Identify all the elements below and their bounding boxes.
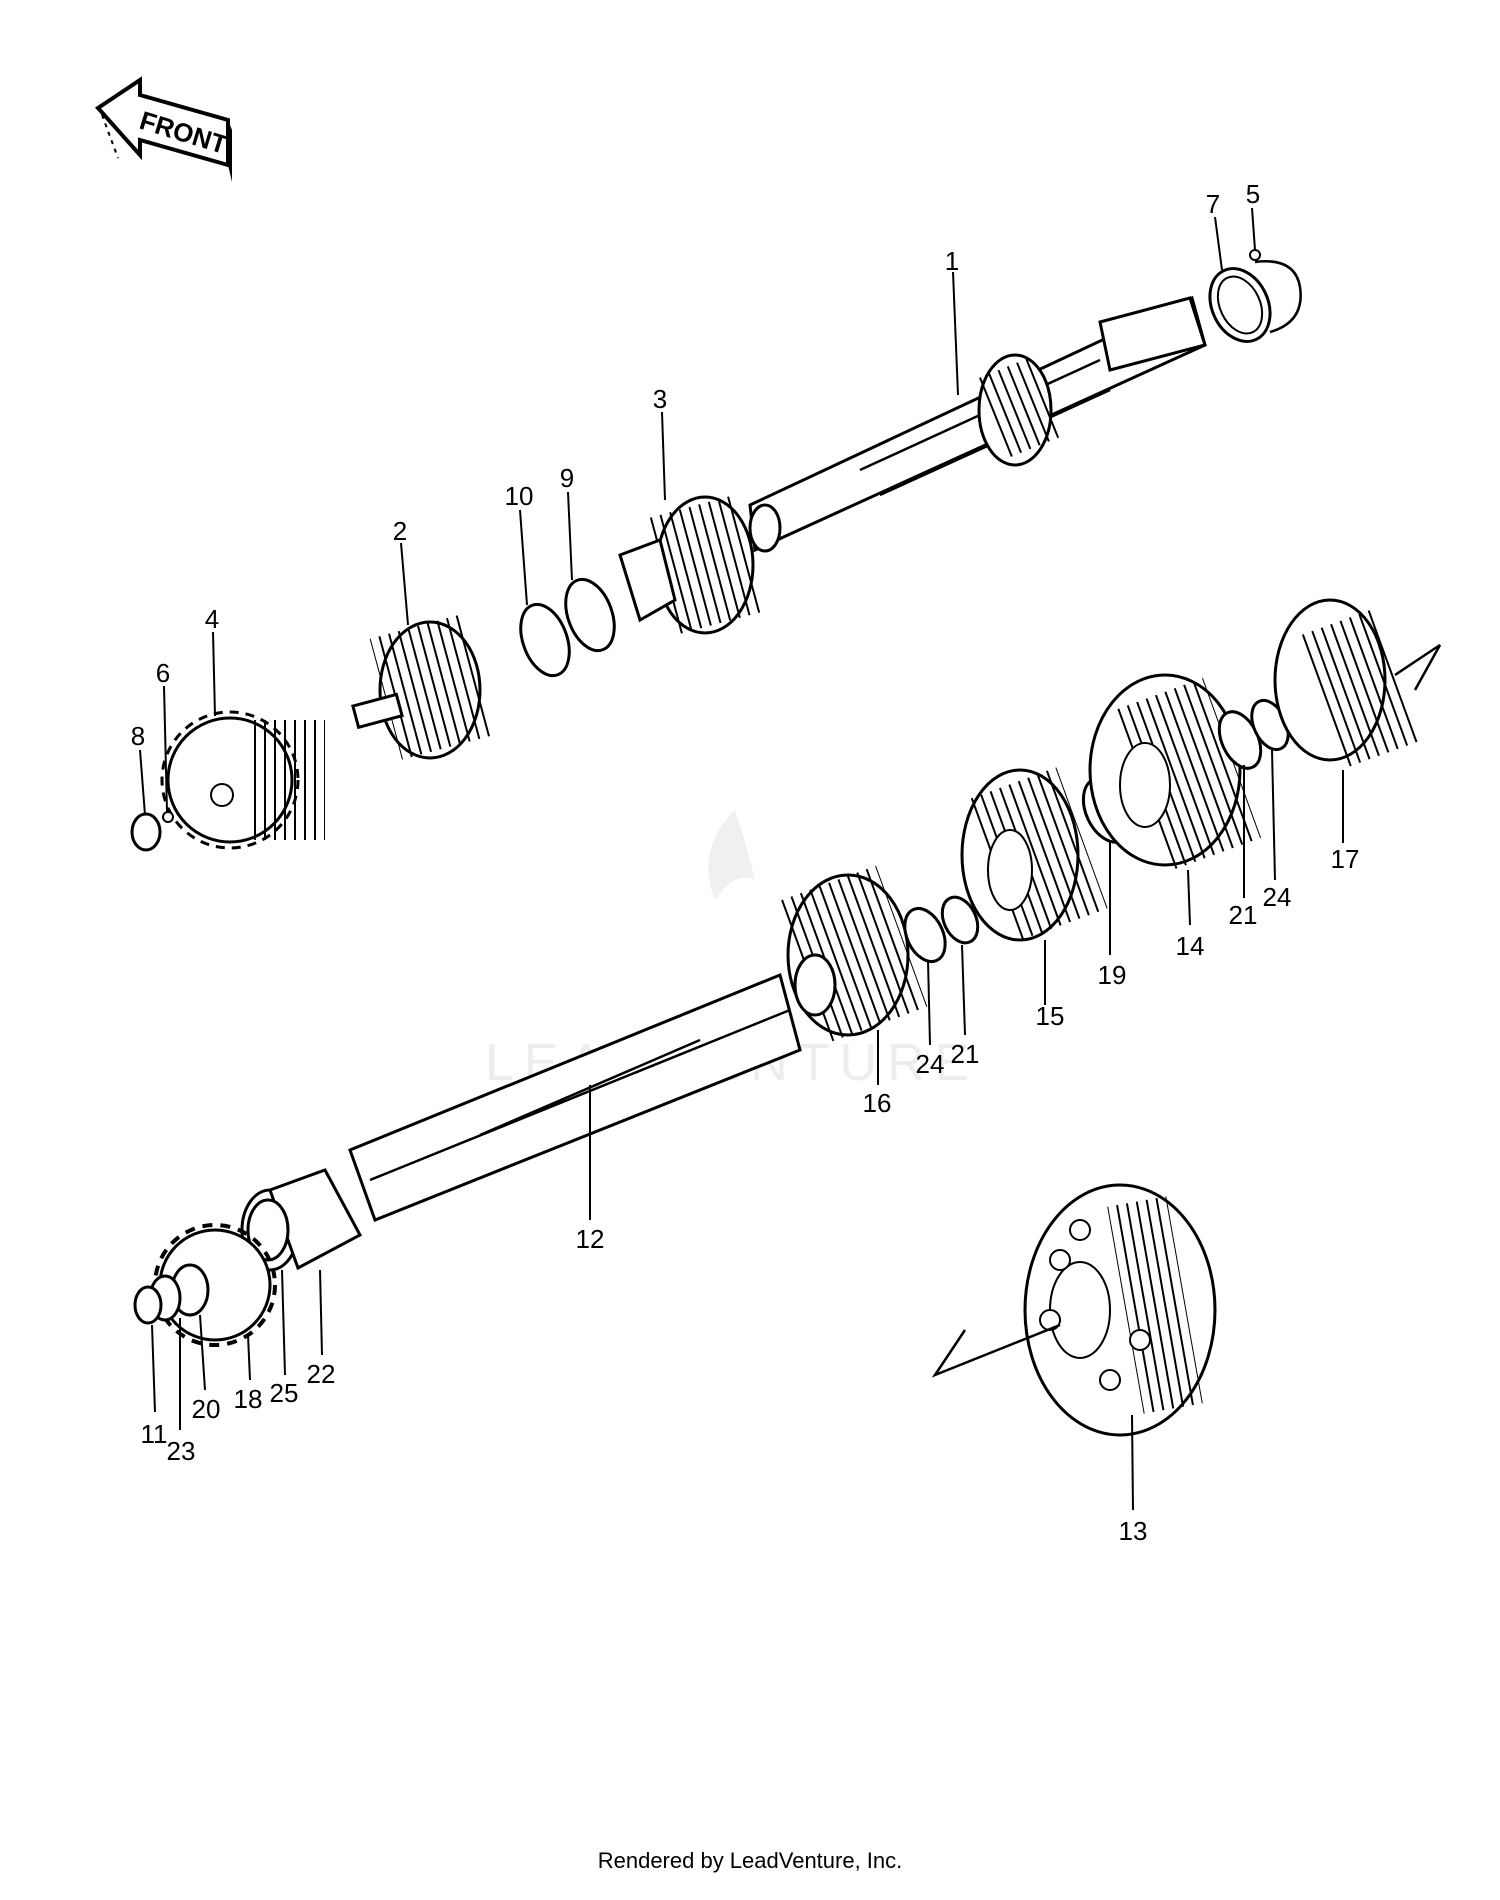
callout-21-upper: 21 <box>1229 900 1258 930</box>
front-direction-arrow: FRONT <box>94 76 232 182</box>
callout-5: 5 <box>1246 179 1260 209</box>
callout-24-lower: 24 <box>916 1049 945 1079</box>
callout-10: 10 <box>505 481 534 511</box>
callout-7: 7 <box>1206 189 1220 219</box>
callout-17: 17 <box>1331 844 1360 874</box>
callout-21-lower: 21 <box>951 1039 980 1069</box>
callout-2: 2 <box>393 516 407 546</box>
upper-shaft-assembly <box>130 249 1302 852</box>
callout-3: 3 <box>653 384 667 414</box>
callout-14: 14 <box>1176 931 1205 961</box>
callout-25: 25 <box>270 1378 299 1408</box>
callout-23: 23 <box>167 1436 196 1466</box>
callout-22: 22 <box>307 1359 336 1389</box>
lower-shaft-assembly <box>133 598 1442 1437</box>
callout-16: 16 <box>863 1088 892 1118</box>
callout-9: 9 <box>560 463 574 493</box>
callout-15: 15 <box>1036 1001 1065 1031</box>
callout-4: 4 <box>205 604 219 634</box>
callout-12: 12 <box>576 1224 605 1254</box>
callout-18: 18 <box>234 1384 263 1414</box>
callout-13: 13 <box>1119 1516 1148 1546</box>
callout-19: 19 <box>1098 960 1127 990</box>
callout-1: 1 <box>945 246 959 276</box>
callout-20: 20 <box>192 1394 221 1424</box>
leader-lines <box>139 207 1344 1511</box>
callout-6: 6 <box>156 658 170 688</box>
footer-credit: Rendered by LeadVenture, Inc. <box>597 1848 903 1873</box>
callout-11: 11 <box>141 1419 168 1449</box>
callout-labels: 1 2 3 4 5 6 7 8 9 10 11 12 13 14 15 16 1… <box>131 179 1360 1546</box>
callout-8: 8 <box>131 721 145 751</box>
callout-24-upper: 24 <box>1263 882 1292 912</box>
